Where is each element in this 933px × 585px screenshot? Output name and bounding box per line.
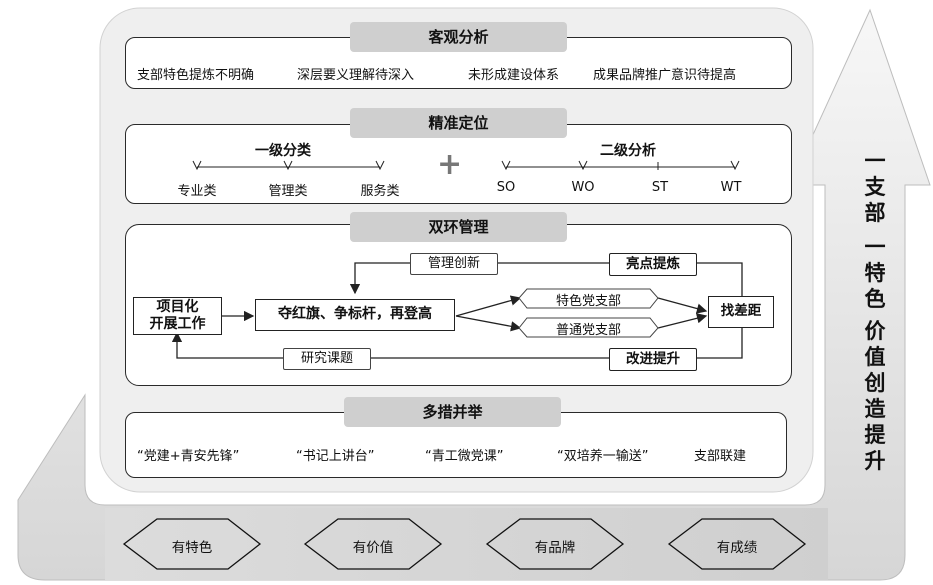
start-box-text: 项目化 开展工作 <box>149 299 206 332</box>
objective-item-1: 支部特色提炼不明确 <box>137 68 255 83</box>
side-char: 价 <box>864 319 886 343</box>
side-char: 特 <box>864 261 886 285</box>
side-char: 升 <box>864 449 886 473</box>
start-box-project-work: 项目化 开展工作 <box>133 297 222 335</box>
objective-analysis-box <box>125 37 792 89</box>
measure-item-4: “双培养一输送” <box>557 449 649 464</box>
branch-special-label: 特色党支部 <box>555 294 621 309</box>
bottom-bold-label-improve: 改进提升 <box>609 348 697 371</box>
branch-normal-label: 普通党支部 <box>555 323 621 338</box>
level2-item-so: SO <box>496 180 516 195</box>
side-char: 部 <box>864 201 886 225</box>
level2-item-st: ST <box>651 180 669 195</box>
side-char: 创 <box>864 371 886 395</box>
main-box-red-flag: 夺红旗、争标杆，再登高 <box>255 299 455 331</box>
diamond-shape-1 <box>122 518 262 570</box>
level1-title: 一级分类 <box>255 143 311 159</box>
diamond-label-1: 有特色 <box>171 540 213 556</box>
diamond-shape-2 <box>303 518 443 570</box>
bottom-band <box>105 508 828 580</box>
bottom-label-research: 研究课题 <box>283 348 371 370</box>
diamond-label-2: 有价值 <box>352 540 394 556</box>
side-char: 提 <box>864 423 886 447</box>
objective-item-4: 成果品牌推广意识待提高 <box>593 68 737 83</box>
top-label-management-innovation: 管理创新 <box>410 253 498 275</box>
measure-item-2: “书记上讲台” <box>296 449 375 464</box>
gap-box-find-gap: 找差距 <box>708 296 774 328</box>
diamond-shape-3 <box>485 518 625 570</box>
branch-normal-shape <box>518 317 659 338</box>
top-bold-label-highlight: 亮点提炼 <box>609 253 697 276</box>
side-char: 造 <box>864 397 886 421</box>
side-char: 值 <box>864 345 886 369</box>
measure-item-3: “青工微党课” <box>425 449 504 464</box>
side-text-line1: 一 支 部 一 特 色 <box>860 148 890 312</box>
measure-item-5: 支部联建 <box>694 449 747 464</box>
objective-analysis-title: 客观分析 <box>350 22 567 52</box>
diamond-label-3: 有品牌 <box>534 540 576 556</box>
level1-item-3: 服务类 <box>360 184 400 199</box>
objective-item-2: 深层要义理解待深入 <box>297 68 415 83</box>
side-text-line2: 价 值 创 造 提 升 <box>860 318 890 474</box>
diamond-shape-4 <box>667 518 807 570</box>
side-char: 支 <box>864 175 886 199</box>
level1-item-1: 专业类 <box>177 184 217 199</box>
level2-title: 二级分析 <box>600 143 656 159</box>
side-char: 色 <box>864 287 886 311</box>
objective-item-3: 未形成建设体系 <box>468 68 560 83</box>
level1-item-2: 管理类 <box>268 184 308 199</box>
measure-item-1: “党建+青安先锋” <box>137 449 240 464</box>
dual-loop-title: 双环管理 <box>350 212 567 242</box>
plus-sign: + <box>437 147 463 182</box>
side-char: 一 <box>864 235 886 259</box>
side-char: 一 <box>864 149 886 173</box>
multi-measures-title: 多措并举 <box>344 397 561 427</box>
precise-positioning-title: 精准定位 <box>350 108 567 138</box>
branch-special-shape <box>518 288 659 309</box>
level2-item-wt: WT <box>720 180 742 195</box>
level2-item-wo: WO <box>571 180 595 195</box>
diamond-label-4: 有成绩 <box>716 540 758 556</box>
